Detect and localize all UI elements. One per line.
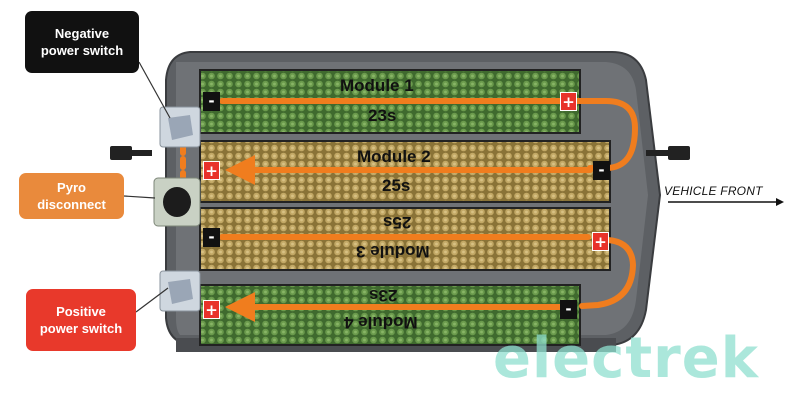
module-1-positive-terminal: + <box>560 92 577 111</box>
module-4-tray <box>199 284 581 346</box>
left-connector <box>110 146 152 160</box>
module-1-cells: 23s <box>368 106 397 125</box>
module-4-positive-terminal: + <box>203 300 220 319</box>
positive-power-switch <box>159 270 201 312</box>
module-3-cells: 25s <box>383 213 412 232</box>
negative-power-switch <box>159 106 201 148</box>
module-4-negative-terminal: - <box>560 300 577 319</box>
module-2-negative-terminal: - <box>593 161 610 180</box>
positive-callout-line1: Positive <box>56 304 106 319</box>
vehicle-front-arrow <box>668 198 784 206</box>
module-2-name: Module 2 <box>357 147 431 166</box>
pyro-callout-line1: Pyro <box>57 180 86 195</box>
vehicle-front-label: VEHICLE FRONT <box>664 184 763 198</box>
module-4-cells: 23s <box>369 286 398 305</box>
module-1-negative-terminal: - <box>203 92 220 111</box>
module-3-positive-terminal: + <box>592 232 609 251</box>
negative-callout-line2: power switch <box>40 43 124 58</box>
electrek-watermark: electrek <box>493 326 759 391</box>
pyro-disconnect-device <box>153 177 201 227</box>
module-3-name: Module 3 <box>356 242 430 261</box>
module-1-name: Module 1 <box>340 76 414 95</box>
module-2-cells: 25s <box>382 176 411 195</box>
pyro-callout-line2: disconnect <box>37 197 106 212</box>
module-3-negative-terminal: - <box>203 228 220 247</box>
positive-callout-line2: power switch <box>39 321 123 336</box>
module-2-positive-terminal: + <box>203 161 220 180</box>
positive-power-switch-callout: Positive power switch <box>26 289 136 351</box>
negative-callout-line1: Negative <box>54 26 110 41</box>
module-4-name: Module 4 <box>344 313 418 332</box>
negative-power-switch-callout: Negative power switch <box>25 11 139 73</box>
pyro-disconnect-callout: Pyro disconnect <box>19 173 124 219</box>
right-connector <box>646 146 690 160</box>
